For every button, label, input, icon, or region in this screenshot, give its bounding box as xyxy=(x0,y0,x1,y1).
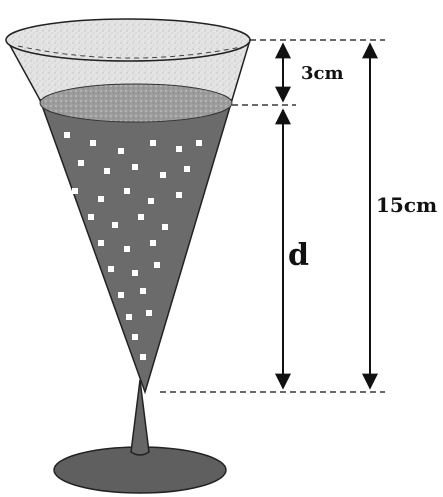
glass-rim xyxy=(5,18,251,62)
bubbles xyxy=(64,132,202,360)
liquid xyxy=(38,99,234,395)
glass-stem xyxy=(130,379,150,456)
label-top-gap: 3cm xyxy=(301,63,344,84)
label-depth: d xyxy=(288,238,309,273)
label-total-height: 15cm xyxy=(376,193,437,217)
foam-surface xyxy=(39,83,233,123)
rim-inner-dash xyxy=(17,45,247,59)
